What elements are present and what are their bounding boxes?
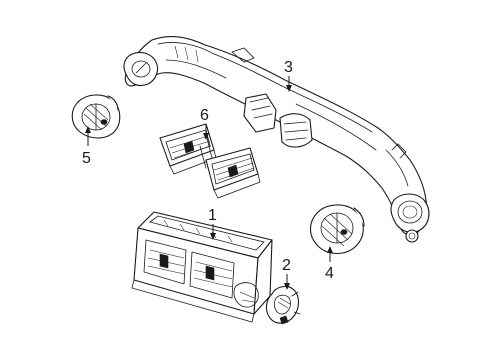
right-outer-round-vent <box>309 204 365 255</box>
callout-1-label: 1 <box>208 207 217 224</box>
callout-6-label: 6 <box>200 107 209 124</box>
air-distribution-duct <box>123 36 430 243</box>
callout-3-arrow <box>286 85 292 92</box>
callout-4-label: 4 <box>325 265 334 282</box>
callout-2-label: 2 <box>282 257 291 274</box>
left-outer-round-vent <box>71 94 121 139</box>
callout-5-arrow <box>85 126 91 133</box>
callout-3-label: 3 <box>284 59 293 76</box>
callout-1-arrow <box>210 233 216 240</box>
callout-4-arrow <box>327 246 333 253</box>
callout-5-label: 5 <box>82 150 91 167</box>
vent-clip-mechanism <box>265 285 301 325</box>
callout-6-arrow <box>203 133 209 140</box>
center-vent-panel <box>131 211 273 323</box>
center-twin-vents <box>159 123 261 199</box>
callout-2-arrow <box>284 283 290 290</box>
